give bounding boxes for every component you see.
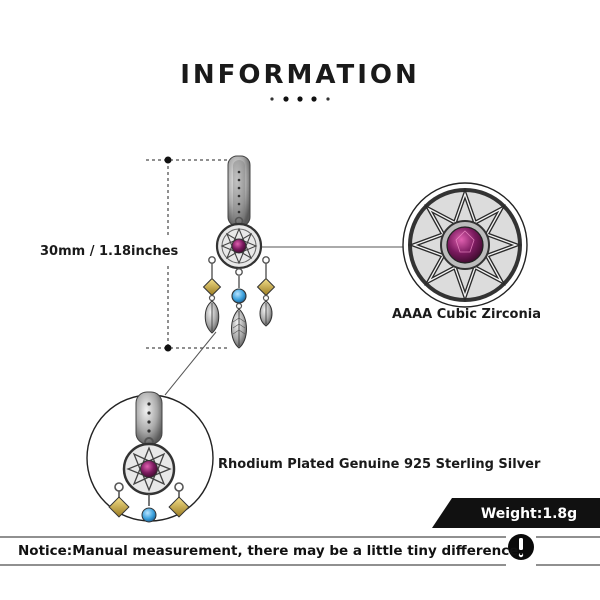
dreamcatcher-charm	[202, 155, 276, 349]
stone-label: AAAA Cubic Zirconia	[392, 307, 541, 322]
notice-text: Notice:Manual measurement, there may be …	[18, 543, 524, 559]
weight-banner	[432, 498, 600, 528]
stone-closeup	[402, 182, 528, 308]
exclamation-icon	[508, 534, 534, 560]
weight-label: Weight:1.8g	[480, 506, 578, 522]
heading-dots	[270, 96, 330, 102]
size-label: 30mm / 1.18inches	[40, 244, 179, 259]
metal-leader-line	[164, 331, 217, 396]
page-title: INFORMATION	[180, 60, 420, 90]
metal-label: Rhodium Plated Genuine 925 Sterling Silv…	[218, 457, 541, 472]
notice-bar	[0, 536, 600, 566]
dimension-indicator	[146, 156, 228, 352]
metal-closeup	[86, 391, 214, 523]
